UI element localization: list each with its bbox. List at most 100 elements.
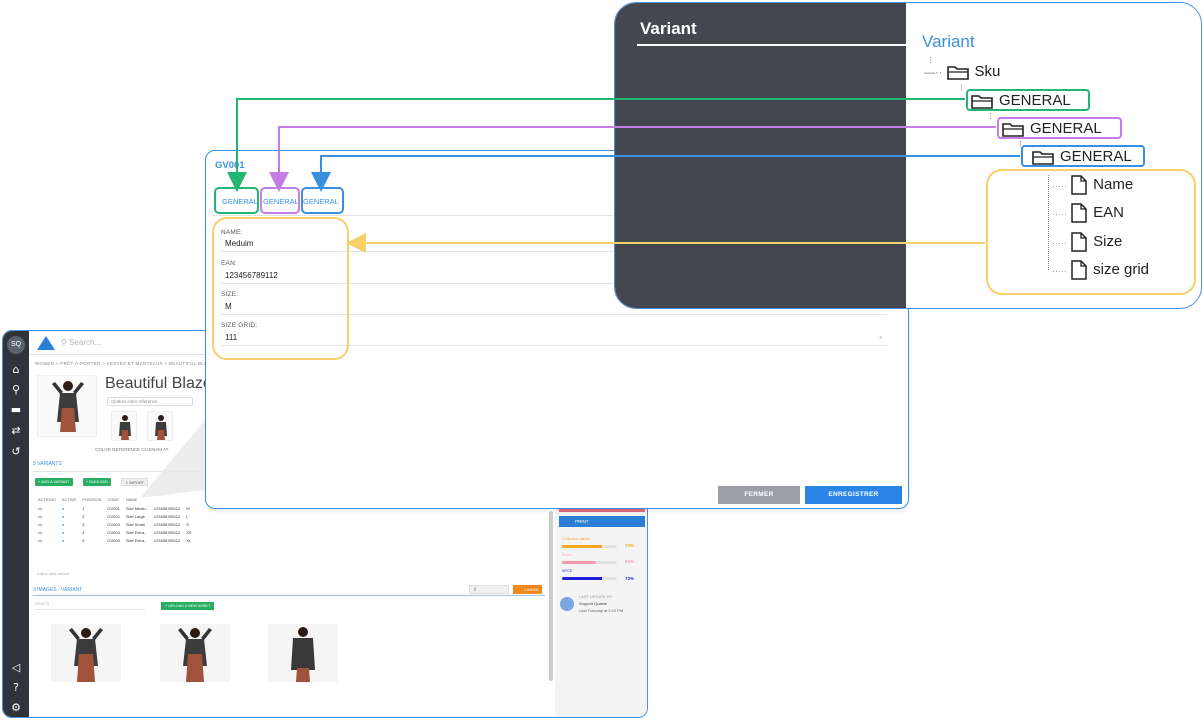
left-nav-rail: SQ ⌂ ⚲ ▬ ⇄ ↺ ◁ ? ⚙: [3, 331, 29, 717]
table-cell: XL: [186, 537, 192, 543]
tree-leaf-size[interactable]: ····· Size: [1052, 232, 1122, 252]
linked-button[interactable]: LINKED: [513, 585, 542, 594]
status-strip: [559, 508, 645, 512]
table-cell: XS: [186, 529, 192, 535]
table-cell: •••: [38, 521, 43, 527]
completion-percent: 61%: [625, 559, 635, 564]
gallery-image[interactable]: [160, 624, 230, 682]
global-search-input[interactable]: ⚲ Search...: [61, 338, 102, 347]
product-tabs[interactable]: COLOR REFERENCE CH.ENAM AT: [95, 447, 169, 452]
name-field-label: NAME:: [221, 229, 243, 236]
size-field-label: SIZE:: [221, 291, 239, 298]
help-icon[interactable]: ?: [13, 681, 19, 694]
table-cell: GV003: [107, 521, 120, 527]
tab-general-2[interactable]: GENERAL: [263, 197, 299, 206]
tab-general-3[interactable]: GENERAL: [303, 197, 339, 206]
tree-guide: ⋮: [958, 84, 965, 92]
color-reference-select[interactable]: Clothes color reference: [107, 397, 193, 406]
completion-label: SPCE: [562, 569, 573, 573]
scrollbar[interactable]: [549, 511, 553, 681]
chevron-down-icon[interactable]: ⌄: [878, 332, 884, 340]
transfer-icon[interactable]: ⇄: [11, 424, 21, 437]
table-cell: GV001: [107, 505, 120, 511]
product-title: Beautiful Blazer: [105, 375, 218, 392]
upload-asset-button[interactable]: + UPLOAD A NEW ASSET: [161, 602, 215, 610]
history-icon[interactable]: ↺: [11, 445, 21, 458]
table-cell: Size Mediu..: [125, 505, 148, 511]
tree-node-general-2[interactable]: GENERAL: [1002, 120, 1102, 137]
ean-field[interactable]: 123456789112: [225, 271, 278, 280]
table-cell: 1: [82, 505, 85, 511]
completion-label: Collection ideale: [562, 537, 590, 541]
completion-percent: 73%: [625, 576, 635, 581]
megaphone-icon[interactable]: ◁: [11, 661, 21, 674]
folder-icon[interactable]: ▬: [10, 403, 22, 416]
column-header[interactable]: NAME: [125, 496, 138, 502]
table-cell: •••: [38, 505, 43, 511]
size-grid-select[interactable]: 111: [225, 333, 238, 342]
folder-icon: [1032, 151, 1054, 165]
add-variant-button[interactable]: + ADD A VARIANT: [35, 478, 73, 486]
table-cell: Size Small: [125, 521, 145, 527]
download-button[interactable]: ⇩: [469, 585, 509, 594]
product-thumbnail[interactable]: [111, 411, 137, 441]
product-thumbnail[interactable]: [147, 411, 173, 441]
tree-leaf-name[interactable]: ····· Name: [1052, 175, 1133, 195]
print-button[interactable]: PRINT: [559, 516, 645, 527]
tree-leaf-size-grid[interactable]: ····· size grid: [1052, 260, 1149, 280]
home-icon[interactable]: ⌂: [12, 363, 20, 376]
table-cell: M: [186, 505, 190, 511]
gallery-image[interactable]: [51, 624, 121, 682]
add-variant-row[interactable]: Add a new variant: [37, 571, 70, 576]
save-button[interactable]: ENREGISTRER: [805, 486, 902, 504]
name-field[interactable]: Meduim: [225, 239, 254, 248]
tree-node-general-3[interactable]: GENERAL: [1032, 148, 1132, 165]
completion-bar: [562, 545, 617, 548]
table-cell: GV002: [107, 513, 120, 519]
table-cell: Size Extra..: [125, 537, 147, 543]
table-cell: ●: [61, 529, 65, 535]
table-cell: Size Large: [125, 513, 145, 519]
tree-highlight-blue: [1021, 145, 1145, 167]
tab-general-1[interactable]: GENERAL: [222, 197, 258, 206]
folder-icon: [971, 95, 993, 109]
table-cell: 123456789112: [153, 513, 181, 519]
file-icon: [1071, 232, 1087, 252]
variants-section-title: 5 VARIANTS: [33, 461, 62, 467]
bulk-add-button[interactable]: + BULK ADD: [83, 478, 112, 486]
images-search-input[interactable]: Search: [35, 601, 145, 610]
tree-leaf-ean[interactable]: ····· EAN: [1052, 203, 1124, 223]
column-header[interactable]: ACTIVE: [61, 496, 77, 502]
tab-divider: [212, 215, 905, 216]
tree-highlight-purple: [997, 117, 1122, 139]
size-field[interactable]: M: [225, 302, 232, 311]
settings-icon[interactable]: ⚙: [11, 701, 21, 714]
column-header[interactable]: ACTIONS: [38, 496, 56, 502]
table-cell: 123456789112: [153, 537, 181, 543]
table-cell: 5: [82, 537, 85, 543]
import-button[interactable]: ⇩ IMPORT: [121, 478, 148, 486]
column-header[interactable]: [183, 494, 194, 504]
column-header[interactable]: CODE: [107, 496, 119, 502]
modal-title: GV001: [215, 160, 245, 171]
folder-icon: [1002, 123, 1024, 137]
user-avatar[interactable]: SQ: [7, 336, 25, 354]
file-icon: [1071, 175, 1087, 195]
tree-node-sku[interactable]: —·· Sku: [924, 63, 1001, 80]
field-underline: [221, 251, 887, 252]
completion-percent: 73%: [625, 543, 635, 548]
column-header[interactable]: [151, 494, 183, 504]
gallery-image[interactable]: [268, 624, 338, 682]
close-button[interactable]: FERMER: [718, 486, 800, 504]
table-cell: GV004: [107, 529, 120, 535]
column-header[interactable]: POSITION: [82, 496, 102, 502]
table-cell: •••: [38, 529, 43, 535]
tree-node-general-1[interactable]: GENERAL: [971, 92, 1071, 109]
search-icon[interactable]: ⚲: [11, 383, 21, 396]
avatar: [560, 597, 574, 611]
